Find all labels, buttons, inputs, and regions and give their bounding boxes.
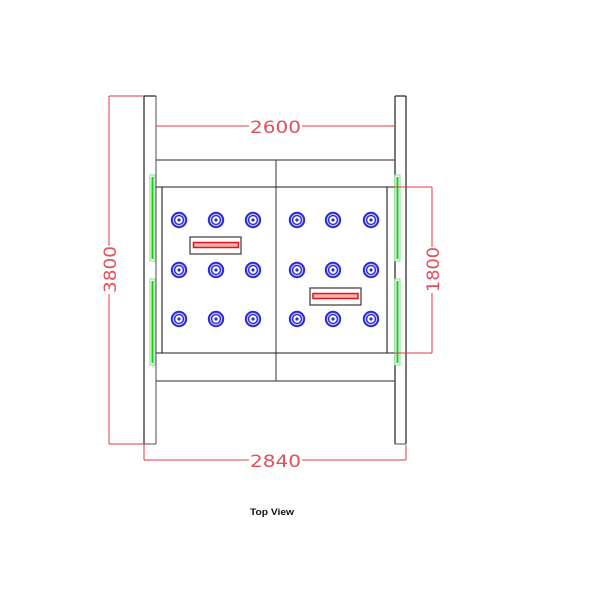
bolt-icon [172, 312, 186, 326]
bolt-icon [290, 312, 304, 326]
bolt-icon [172, 213, 186, 227]
guide-rail-left-upper [149, 174, 156, 262]
dimension-1800: 1800 [395, 186, 444, 354]
bolt-icon [364, 263, 378, 277]
dimension-label-1800: 1800 [424, 247, 444, 292]
dimension-2600: 2600 [156, 118, 395, 138]
guide-rail-left-lower [149, 278, 156, 366]
bolt-icon [246, 213, 260, 227]
bolt-icon [172, 263, 186, 277]
bolt-icon [326, 213, 340, 227]
bolt-icon [326, 263, 340, 277]
dimension-label-2840: 2840 [250, 452, 301, 472]
right-post [394, 95, 407, 445]
bolt-icon [326, 312, 340, 326]
bolt-icon [290, 263, 304, 277]
inner-panel [156, 186, 395, 354]
guide-rails [149, 174, 401, 366]
bolt-icon [209, 312, 223, 326]
bolt-icon [364, 312, 378, 326]
bolt-icon [246, 263, 260, 277]
outer-frame [156, 159, 395, 382]
slot-left [189, 236, 242, 255]
dimension-2840: 2840 [143, 444, 407, 472]
guide-rail-right-upper [394, 174, 401, 262]
dimension-3800: 3800 [101, 95, 144, 445]
bolt-icon [209, 213, 223, 227]
bolt-icon [209, 263, 223, 277]
bolt-icon [290, 213, 304, 227]
view-caption: Top View [250, 507, 295, 517]
dimension-label-3800: 3800 [101, 246, 121, 293]
dimension-label-2600: 2600 [250, 118, 301, 138]
slot-right [309, 287, 362, 306]
guide-rail-right-lower [394, 278, 401, 366]
left-post [143, 95, 157, 445]
bolt-icon [364, 213, 378, 227]
bolt-icon [246, 312, 260, 326]
